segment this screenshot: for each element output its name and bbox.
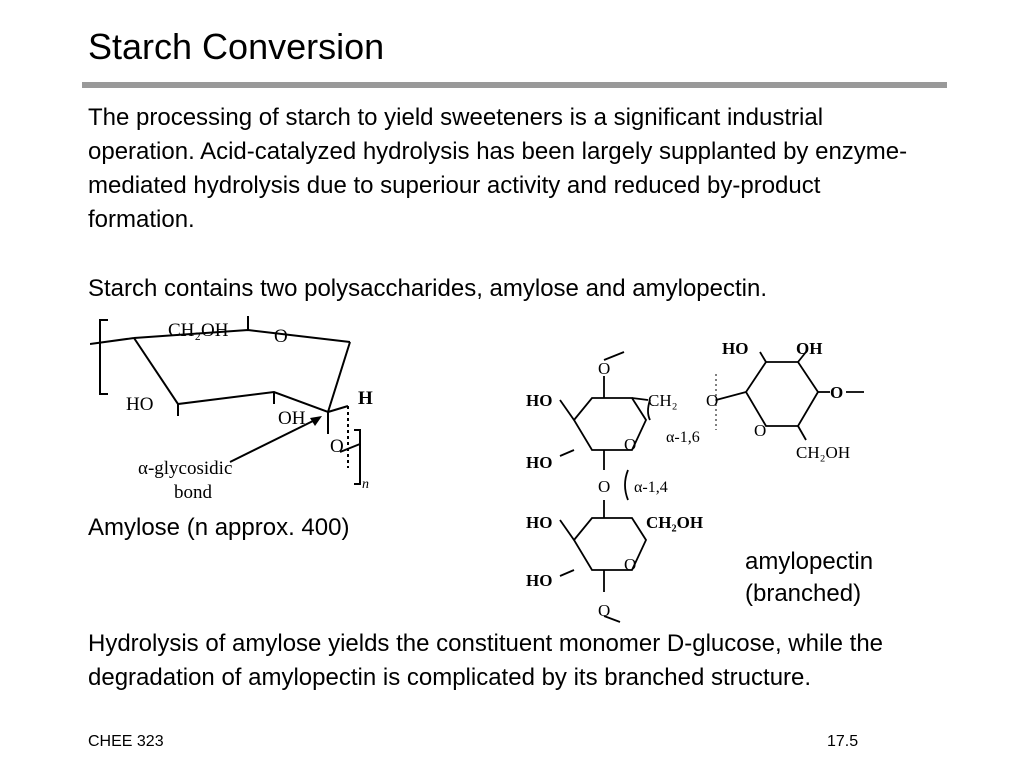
label-ch2oh: CH₂OH — [168, 320, 229, 341]
label-branch-ch2oh: CH₂OH — [796, 443, 850, 462]
caption-amylopectin-line2: (branched) — [745, 580, 862, 607]
ho4-bond — [559, 569, 575, 577]
chain-bond — [339, 443, 361, 453]
label-ho: HO — [126, 394, 153, 415]
label-ch2oh-2: CH₂OH — [646, 513, 703, 532]
label-glycosidic-line2: bond — [174, 482, 213, 503]
label-glycosidic-line1: α-glycosidic — [138, 458, 232, 479]
footer-slide-number: 17.5 — [827, 733, 859, 750]
label-branch-o: O — [830, 383, 843, 402]
glycosidic-arrow — [229, 419, 316, 463]
left-bracket — [99, 319, 108, 395]
label-link-o: O — [706, 391, 718, 410]
label-link-oxygen: O — [330, 436, 344, 457]
branch-ring — [744, 361, 820, 427]
label-o-top: O — [598, 359, 610, 378]
label-ho-4: HO — [526, 571, 552, 590]
ring-top-edge — [133, 328, 351, 343]
label-branch-ho: HO — [722, 339, 748, 358]
caption-amylose: Amylose (n approx. 400) — [88, 514, 350, 541]
left-bond — [90, 337, 135, 345]
paragraph-starch-processing: The processing of starch to yield sweete… — [88, 104, 908, 233]
link-o-bond — [715, 391, 747, 401]
label-alpha14: α-1,4 — [634, 479, 668, 496]
label-branch-oh: OH — [796, 339, 822, 358]
ho2-bond — [559, 449, 575, 457]
caption-amylopectin: amylopectin (branched) — [745, 546, 873, 610]
label-alpha16: α-1,6 — [666, 429, 700, 446]
branch-ch2oh-bond — [797, 425, 807, 441]
ch2-bond — [631, 397, 649, 401]
label-o-bottom: O — [598, 601, 610, 620]
o-bottom-tail — [603, 615, 621, 623]
label-lower-ring-o: O — [624, 555, 636, 574]
ho3-bond — [559, 519, 575, 541]
label-ring-oxygen: O — [274, 326, 288, 347]
amylose-structure-diagram: CH₂OH O HO OH H O α-glycosidic bond n — [90, 316, 373, 503]
o-top-tail — [603, 351, 625, 361]
label-oh: OH — [278, 408, 306, 429]
footer-course-code: CHEE 323 — [88, 733, 164, 750]
ring-bottom-edge — [133, 337, 351, 414]
alpha16-brace — [647, 399, 651, 421]
branch-ho-bond — [759, 351, 767, 363]
right-bracket — [354, 429, 361, 485]
h-bond — [327, 405, 349, 413]
label-upper-ring-o: O — [624, 435, 636, 454]
label-ch2-link: CH₂ — [648, 391, 678, 410]
label-ho-3: HO — [526, 513, 552, 532]
branch-oh-bond — [797, 351, 807, 363]
label-ho-1: HO — [526, 391, 552, 410]
label-ho-2: HO — [526, 453, 552, 472]
label-h: H — [358, 388, 373, 409]
label-subscript-n: n — [362, 477, 369, 492]
title-divider — [82, 82, 947, 88]
amylopectin-structure-diagram: HO OH O O CH₂OH O HO CH₂ O O α-1,6 HO O … — [526, 339, 864, 623]
label-branch-ring-o: O — [754, 421, 766, 440]
arrow-head — [310, 416, 322, 426]
paragraph-hydrolysis: Hydrolysis of amylose yields the constit… — [88, 630, 884, 691]
ho1-bond — [559, 399, 575, 421]
label-o-middle: O — [598, 477, 610, 496]
paragraph-polysaccharides: Starch contains two polysaccharides, amy… — [88, 275, 768, 302]
caption-amylopectin-line1: amylopectin — [745, 548, 874, 575]
alpha14-brace — [624, 469, 629, 501]
slide-title: Starch Conversion — [88, 26, 385, 67]
